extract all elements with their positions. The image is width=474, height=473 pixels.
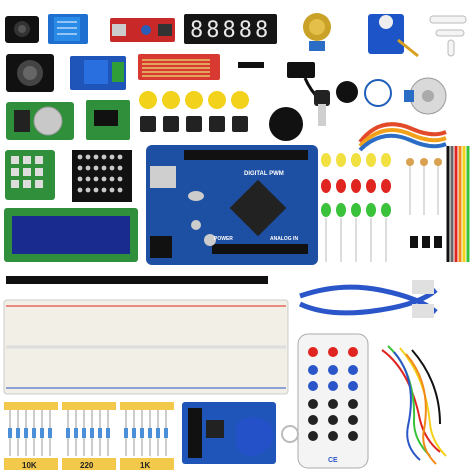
stepper-motor	[404, 77, 447, 115]
photoresistors	[406, 158, 442, 215]
resistor-label-220: 220	[80, 461, 94, 470]
joystick-module	[6, 54, 54, 92]
stepper-driver-label-disc	[364, 79, 392, 107]
usb-cable	[298, 280, 438, 318]
led-dot-matrix	[72, 150, 132, 202]
seven-segment-digits: 88888	[190, 18, 271, 43]
board-brand-mark: DIGITAL PWM	[244, 171, 284, 177]
solderless-breadboard	[3, 299, 289, 395]
loose-jumper-wires	[381, 345, 447, 465]
relay-module	[70, 56, 126, 90]
potentiometer	[303, 13, 331, 51]
remote-brand: CE	[328, 457, 338, 464]
ir-remote: CE	[297, 333, 369, 469]
resistor-label-10k: 10K	[22, 461, 37, 470]
rfid-keyfob	[236, 417, 299, 456]
jumper-wire-set	[446, 146, 470, 262]
matrix-keypad-module	[5, 150, 55, 200]
resistor-label-1k: 1K	[140, 461, 150, 470]
water-level-sensor	[138, 54, 220, 80]
sound-sensor-module	[110, 18, 175, 42]
push-buttons	[139, 91, 249, 132]
servo-motor	[368, 14, 419, 58]
transistors	[410, 236, 442, 248]
ir-receiver-module	[5, 16, 39, 43]
servo-horns	[429, 15, 467, 57]
led-array	[321, 153, 391, 262]
board-power-label: POWER	[214, 236, 233, 242]
battery-snap-connector	[287, 62, 330, 126]
pin-header-strip-small	[238, 62, 264, 68]
seven-segment-display: 88888	[184, 14, 277, 44]
pin-header-strip-long	[6, 276, 268, 284]
ribbon-wire-bundle	[358, 122, 447, 152]
dht11-sensor-module	[48, 14, 88, 44]
lcd-1602-module	[4, 208, 138, 262]
resistor-strips: 10K 220 1K	[4, 402, 174, 470]
passive-buzzer	[336, 81, 358, 103]
board-analog-label: ANALOG IN	[270, 236, 298, 242]
joystick-cap	[269, 107, 303, 141]
rtc-clock-module	[6, 102, 74, 140]
stepper-driver-board	[86, 100, 130, 140]
arduino-uno-board: DIGITAL PWM POWER ANALOG IN	[146, 145, 318, 265]
